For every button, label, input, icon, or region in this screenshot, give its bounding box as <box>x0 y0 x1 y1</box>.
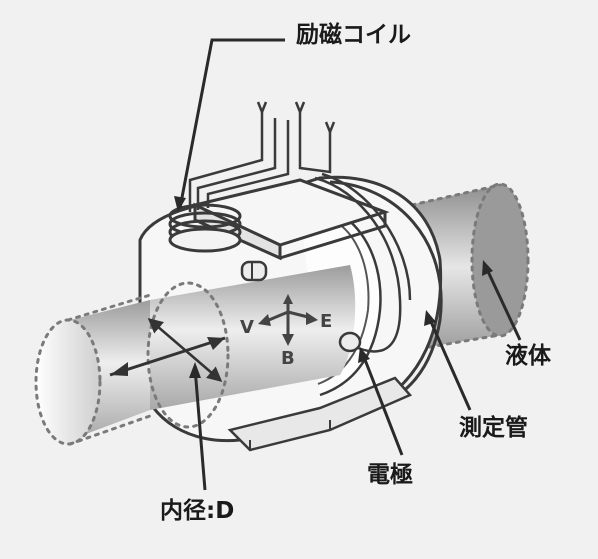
axis-label-b: B <box>281 348 295 369</box>
label-measuring-pipe: 測定管 <box>459 415 528 441</box>
label-electrode: 電極 <box>367 462 413 488</box>
leader-diameter <box>193 367 207 491</box>
coil-wires <box>188 101 336 212</box>
leader-electrode <box>360 351 404 456</box>
fluid-column-left <box>34 281 230 446</box>
leader-liquid <box>483 264 522 341</box>
axis-label-e: E <box>320 311 332 332</box>
field-axes: V E B <box>240 294 332 369</box>
callout-leaders <box>178 38 522 491</box>
upper-electrode <box>240 260 268 282</box>
label-excitation-coil: 励磁コイル <box>296 22 411 48</box>
label-liquid: 液体 <box>505 343 551 369</box>
axis-label-v: V <box>240 317 254 338</box>
excitation-coil <box>168 203 242 253</box>
leader-pipe <box>426 314 472 411</box>
electrode-wire <box>314 172 412 353</box>
leader-coil <box>178 38 285 209</box>
electrode <box>338 331 362 353</box>
diameter-arrow <box>109 318 226 382</box>
coil-yoke <box>190 178 390 261</box>
label-inner-diameter: 内径:D <box>160 498 235 524</box>
callout-arrowheads <box>174 196 493 378</box>
